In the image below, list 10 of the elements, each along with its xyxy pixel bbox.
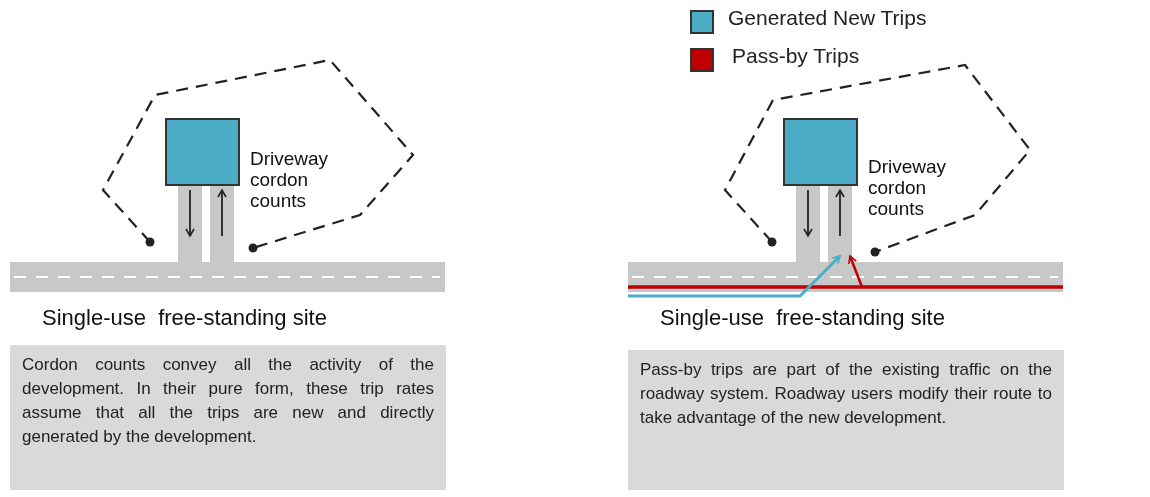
- site-caption: Single-use free-standing site: [42, 305, 327, 331]
- site-building: [783, 118, 858, 186]
- legend-text: Generated New Trips: [728, 6, 927, 30]
- driveway-label: Driveway cordon counts: [250, 148, 330, 211]
- site-building: [165, 118, 240, 186]
- legend-text: Pass-by Trips: [732, 44, 860, 68]
- site-caption: Single-use free-standing site: [660, 305, 945, 331]
- description-text: Pass-by trips are part of the existing traffic on the roadway system. Roadway users modify their route to take advantage of the new development.: [628, 350, 1064, 490]
- description-text: Cordon counts convey all the activity of the development. In their pure form, these trip rates assume that all the trips are new and directly generated by the development.: [10, 345, 446, 490]
- driveway-label: Driveway cordon counts: [868, 156, 948, 219]
